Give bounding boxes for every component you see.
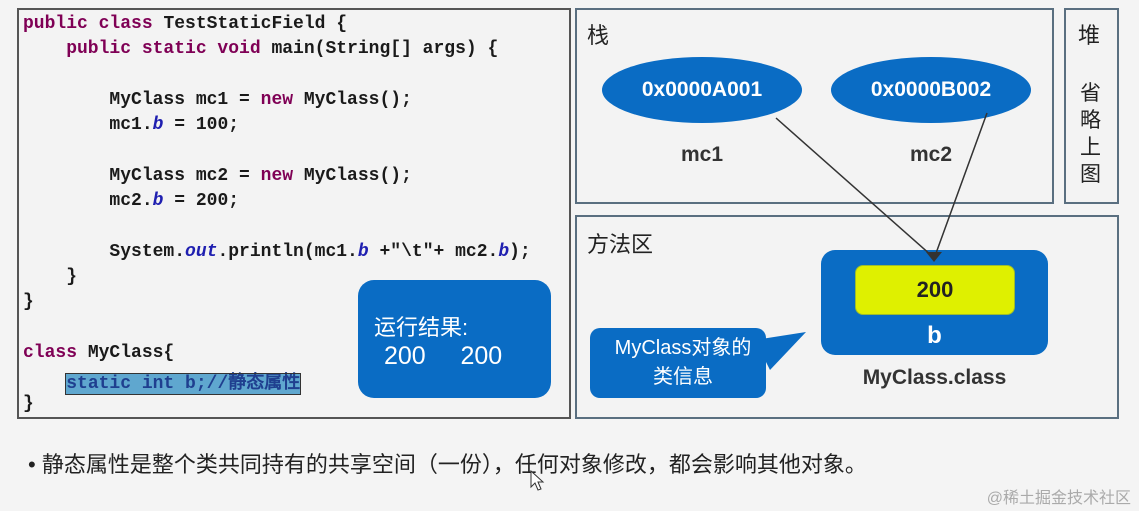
arrow-mc1-to-class [775,117,933,257]
code-line: } [23,292,34,312]
code-token: MyClass(); [293,89,412,110]
code-token: MyClass mc1 = [23,89,261,110]
code-token: } [23,393,34,414]
code-token: static int b;//静态属性 [65,373,302,396]
heap-title: 堆 [1078,23,1101,48]
code-line: class MyClass{ [23,343,174,363]
heap-panel: 堆 省略上图 [1064,8,1119,204]
code-token: +"\t"+ mc2. [368,241,499,262]
code-line: } [23,394,34,414]
code-token: new [260,165,294,186]
ref-mc1-ellipse: 0x0000A001 [602,57,802,123]
arrow-mc2-to-class [934,112,988,257]
code-token: TestStaticField { [163,14,348,34]
code-token: public static void [23,39,272,60]
code-line: public class TestStaticField { [23,14,347,34]
code-panel: public class TestStaticField { public st… [17,8,571,419]
code-token: b [498,241,510,262]
code-line: static int b;//静态属性 [23,368,302,396]
code-token: .println(mc1. [217,241,358,262]
code-line: public static void main(String[] args) { [23,39,498,59]
code-token: = 200; [163,191,240,212]
run-result-values: 200 200 [384,342,503,370]
code-token: mc2. [23,191,153,212]
code-token: b [152,115,164,136]
code-line: mc1.b = 100; [23,115,239,135]
static-field-name: b [927,322,942,349]
ref-mc2-label: mc2 [909,143,953,166]
run-result-box: 运行结果: 200 200 [358,280,551,398]
code-token: = 100; [163,115,240,136]
stack-title: 栈 [587,23,610,48]
method-area-title: 方法区 [587,232,654,257]
watermark: @稀土掘金技术社区 [986,490,1131,507]
code-line: MyClass mc1 = new MyClass(); [23,89,412,110]
code-line: System.out.println(mc1.b +"\t"+ mc2.b); [23,241,531,262]
code-token: class [23,342,88,363]
code-token: out [185,241,218,262]
arrow-head [926,252,942,262]
class-name-label: MyClass.class [862,366,1007,389]
heap-note: 省略上图 [1080,82,1101,186]
bullet-text: 静态属性是整个类共同持有的共享空间（一份），任何对象修改，都会影响其他对象。 [41,452,867,477]
run-result-title: 运行结果: [374,315,469,340]
static-field-value: 200 [855,265,1015,315]
code-token: b [152,191,164,212]
ref-mc1-label: mc1 [680,143,724,166]
code-token: MyClass(); [293,165,412,186]
bullet-point: • 静态属性是整个类共同持有的共享空间（一份），任何对象修改，都会影响其他对象。 [28,447,867,479]
code-token: MyClass{ [87,342,175,363]
code-token: } [23,267,78,287]
code-token: public class [23,14,164,34]
code-token: main(String[] args) { [271,39,499,60]
code-token: System. [23,241,186,262]
code-token: new [260,89,294,110]
code-token: b [357,241,369,262]
class-info-callout-text: MyClass对象的类信息 [614,337,752,388]
code-token: ); [509,241,531,262]
bullet-icon: • [28,452,42,477]
ref-mc2-ellipse: 0x0000B002 [831,57,1031,123]
class-info-box: 200 b [821,250,1048,355]
code-line: } [23,267,77,287]
code-line: mc2.b = 200; [23,191,239,211]
callout-tail [755,332,806,370]
code-token: MyClass mc2 = [23,165,261,186]
code-token: } [23,292,34,313]
code-line: MyClass mc2 = new MyClass(); [23,165,412,186]
code-token: mc1. [23,115,153,136]
class-info-callout: MyClass对象的类信息 [590,328,766,398]
mouse-cursor-icon [530,470,545,491]
